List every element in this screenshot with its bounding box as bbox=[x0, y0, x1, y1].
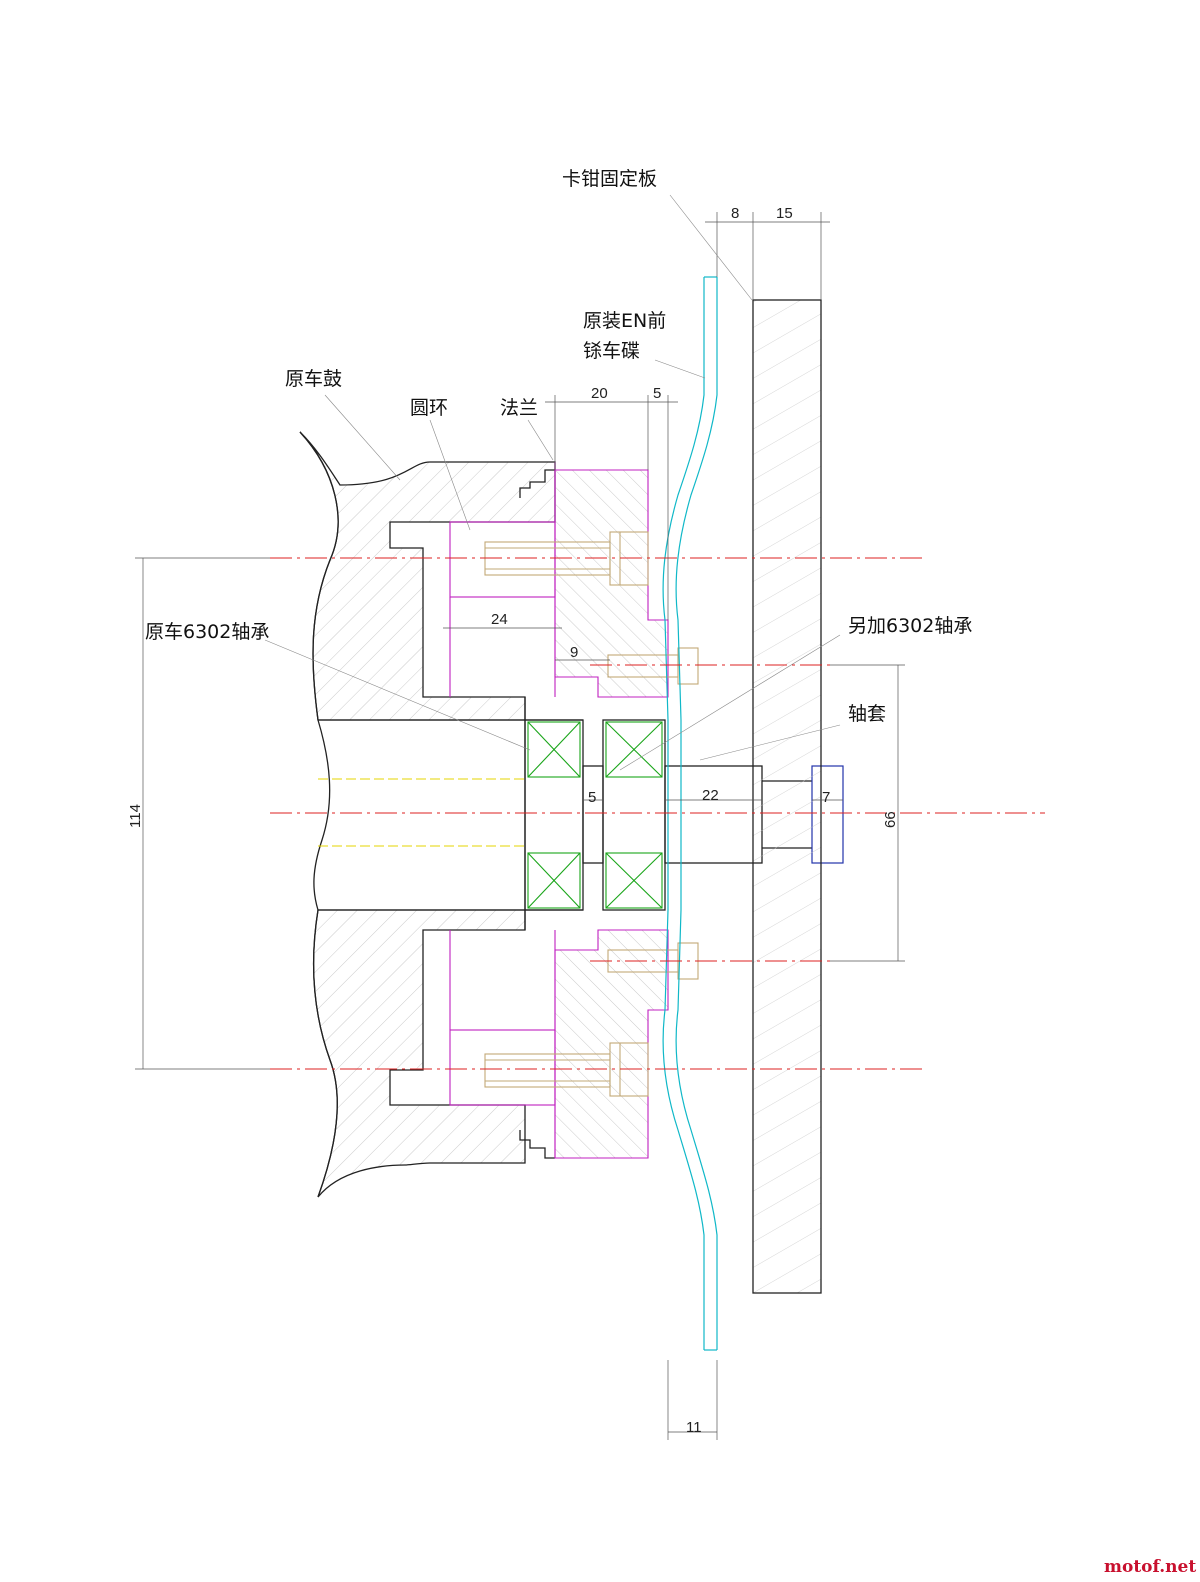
dim-22: 22 bbox=[702, 787, 719, 804]
label-flange: 法兰 bbox=[500, 397, 538, 419]
bolt-bottom bbox=[484, 1042, 649, 1097]
dim-66: 66 bbox=[882, 811, 899, 828]
dim-5-top: 5 bbox=[653, 385, 661, 402]
shaft bbox=[318, 765, 812, 864]
bolt-top bbox=[484, 531, 649, 586]
label-original-disc-line1: 原装EN前 bbox=[583, 310, 666, 332]
original-bearing bbox=[524, 719, 584, 911]
dim-9: 9 bbox=[570, 644, 578, 661]
drum-body bbox=[299, 431, 583, 1198]
label-ring: 圆环 bbox=[410, 397, 448, 419]
label-original-bearing: 原车6302轴承 bbox=[145, 621, 269, 643]
dim-11: 11 bbox=[686, 1419, 702, 1436]
dimension-lines bbox=[135, 212, 905, 1440]
label-extra-bearing: 另加6302轴承 bbox=[848, 615, 972, 637]
extra-bearing bbox=[602, 719, 666, 911]
watermark: motof.net bbox=[1104, 1557, 1196, 1577]
caliper-plate bbox=[752, 299, 822, 1294]
flange-part bbox=[554, 469, 669, 1159]
label-original-disc-line2: 铩车碟 bbox=[583, 340, 640, 362]
dim-114: 114 bbox=[127, 804, 144, 828]
dim-7: 7 bbox=[822, 789, 830, 806]
dim-20: 20 bbox=[591, 385, 608, 402]
brake-disc bbox=[662, 276, 718, 1351]
label-original-drum: 原车鼓 bbox=[285, 368, 342, 390]
leader-lines bbox=[264, 194, 841, 771]
dim-8: 8 bbox=[731, 205, 739, 222]
center-lines bbox=[270, 557, 1045, 1070]
dim-15: 15 bbox=[776, 205, 793, 222]
bolt-small-top bbox=[607, 647, 699, 685]
dim-24: 24 bbox=[491, 611, 508, 628]
label-caliper-plate: 卡钳固定板 bbox=[562, 168, 657, 190]
dim-5-mid: 5 bbox=[588, 789, 596, 806]
label-sleeve: 轴套 bbox=[848, 703, 886, 725]
